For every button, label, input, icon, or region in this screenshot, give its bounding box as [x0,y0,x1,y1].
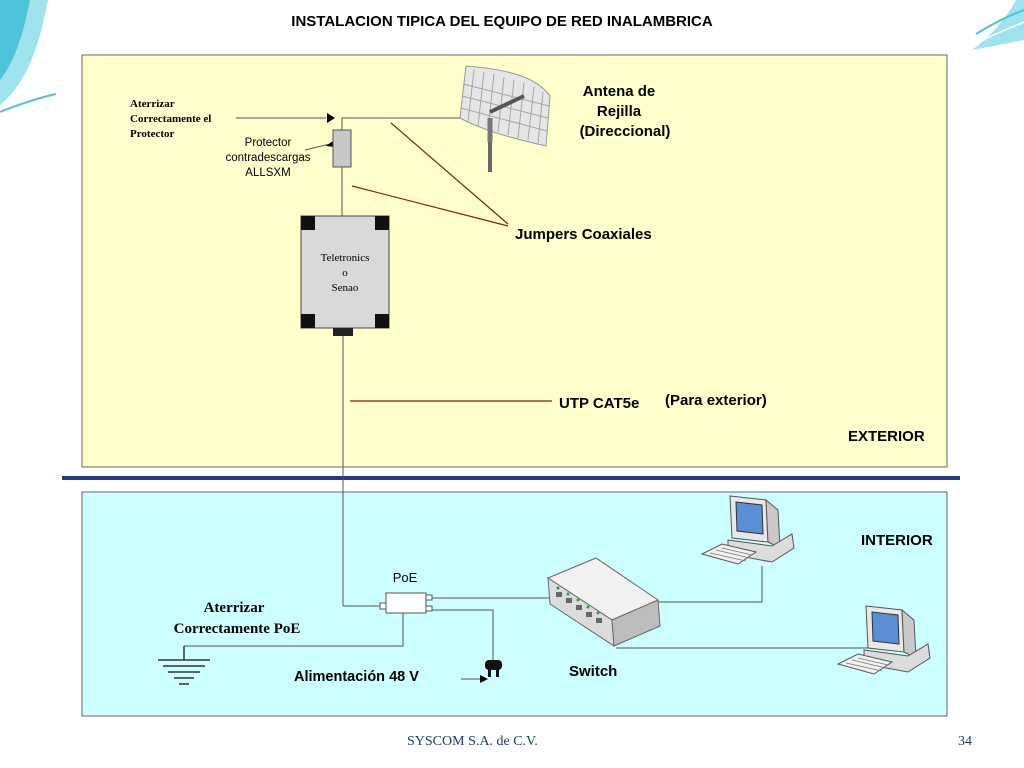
antenna-label-3: (Direccional) [580,123,671,140]
utp-label: UTP CAT5e [559,395,639,412]
power-label: Alimentación 48 V [294,669,419,685]
radio-label-2: o [342,267,348,279]
antenna-label-2: Rejilla [597,103,642,120]
radio-unit-icon [300,215,390,336]
switch-label: Switch [569,663,617,680]
surge-protector-icon [332,129,352,168]
interior-zone [81,491,948,717]
footer-page-number: 34 [958,734,972,749]
desktop-computer-icon [836,605,931,675]
poe-injector-icon [379,592,433,614]
radio-label-1: Teletronics [321,252,370,264]
left-corner-decoration [0,0,57,113]
ground-poe-label-2: Correctamente PoE [174,621,301,637]
power-plug-icon [485,660,502,677]
antenna-label-1: Antena de [583,83,656,100]
jumpers-label: Jumpers Coaxiales [515,226,652,243]
protector-label-2: contradescargas [225,152,310,164]
footer-company: SYSCOM S.A. de C.V. [407,734,538,749]
protector-label-1: Protector [245,137,292,149]
grid-antenna-icon [459,65,551,172]
utp-note-label: (Para exterior) [665,392,767,409]
interior-label: INTERIOR [861,532,933,549]
ground-poe-label-1: Aterrizar [204,600,265,616]
ground-protector-label-1: Aterrizar [130,98,175,110]
protector-label-3: ALLSXM [245,167,290,179]
exterior-label: EXTERIOR [848,428,925,445]
network-switch-icon [546,557,661,647]
diagram-title: INSTALACION TIPICA DEL EQUIPO DE RED INA… [291,13,713,30]
poe-label: PoE [393,570,418,585]
ground-symbol-icon [158,646,210,685]
desktop-computer-icon [700,495,795,565]
ground-protector-label-3: Protector [130,128,174,140]
pointer-lines [350,122,552,402]
ground-protector-label-2: Correctamente el [130,113,211,125]
radio-label-3: Senao [332,282,359,294]
right-corner-decoration [972,0,1024,50]
